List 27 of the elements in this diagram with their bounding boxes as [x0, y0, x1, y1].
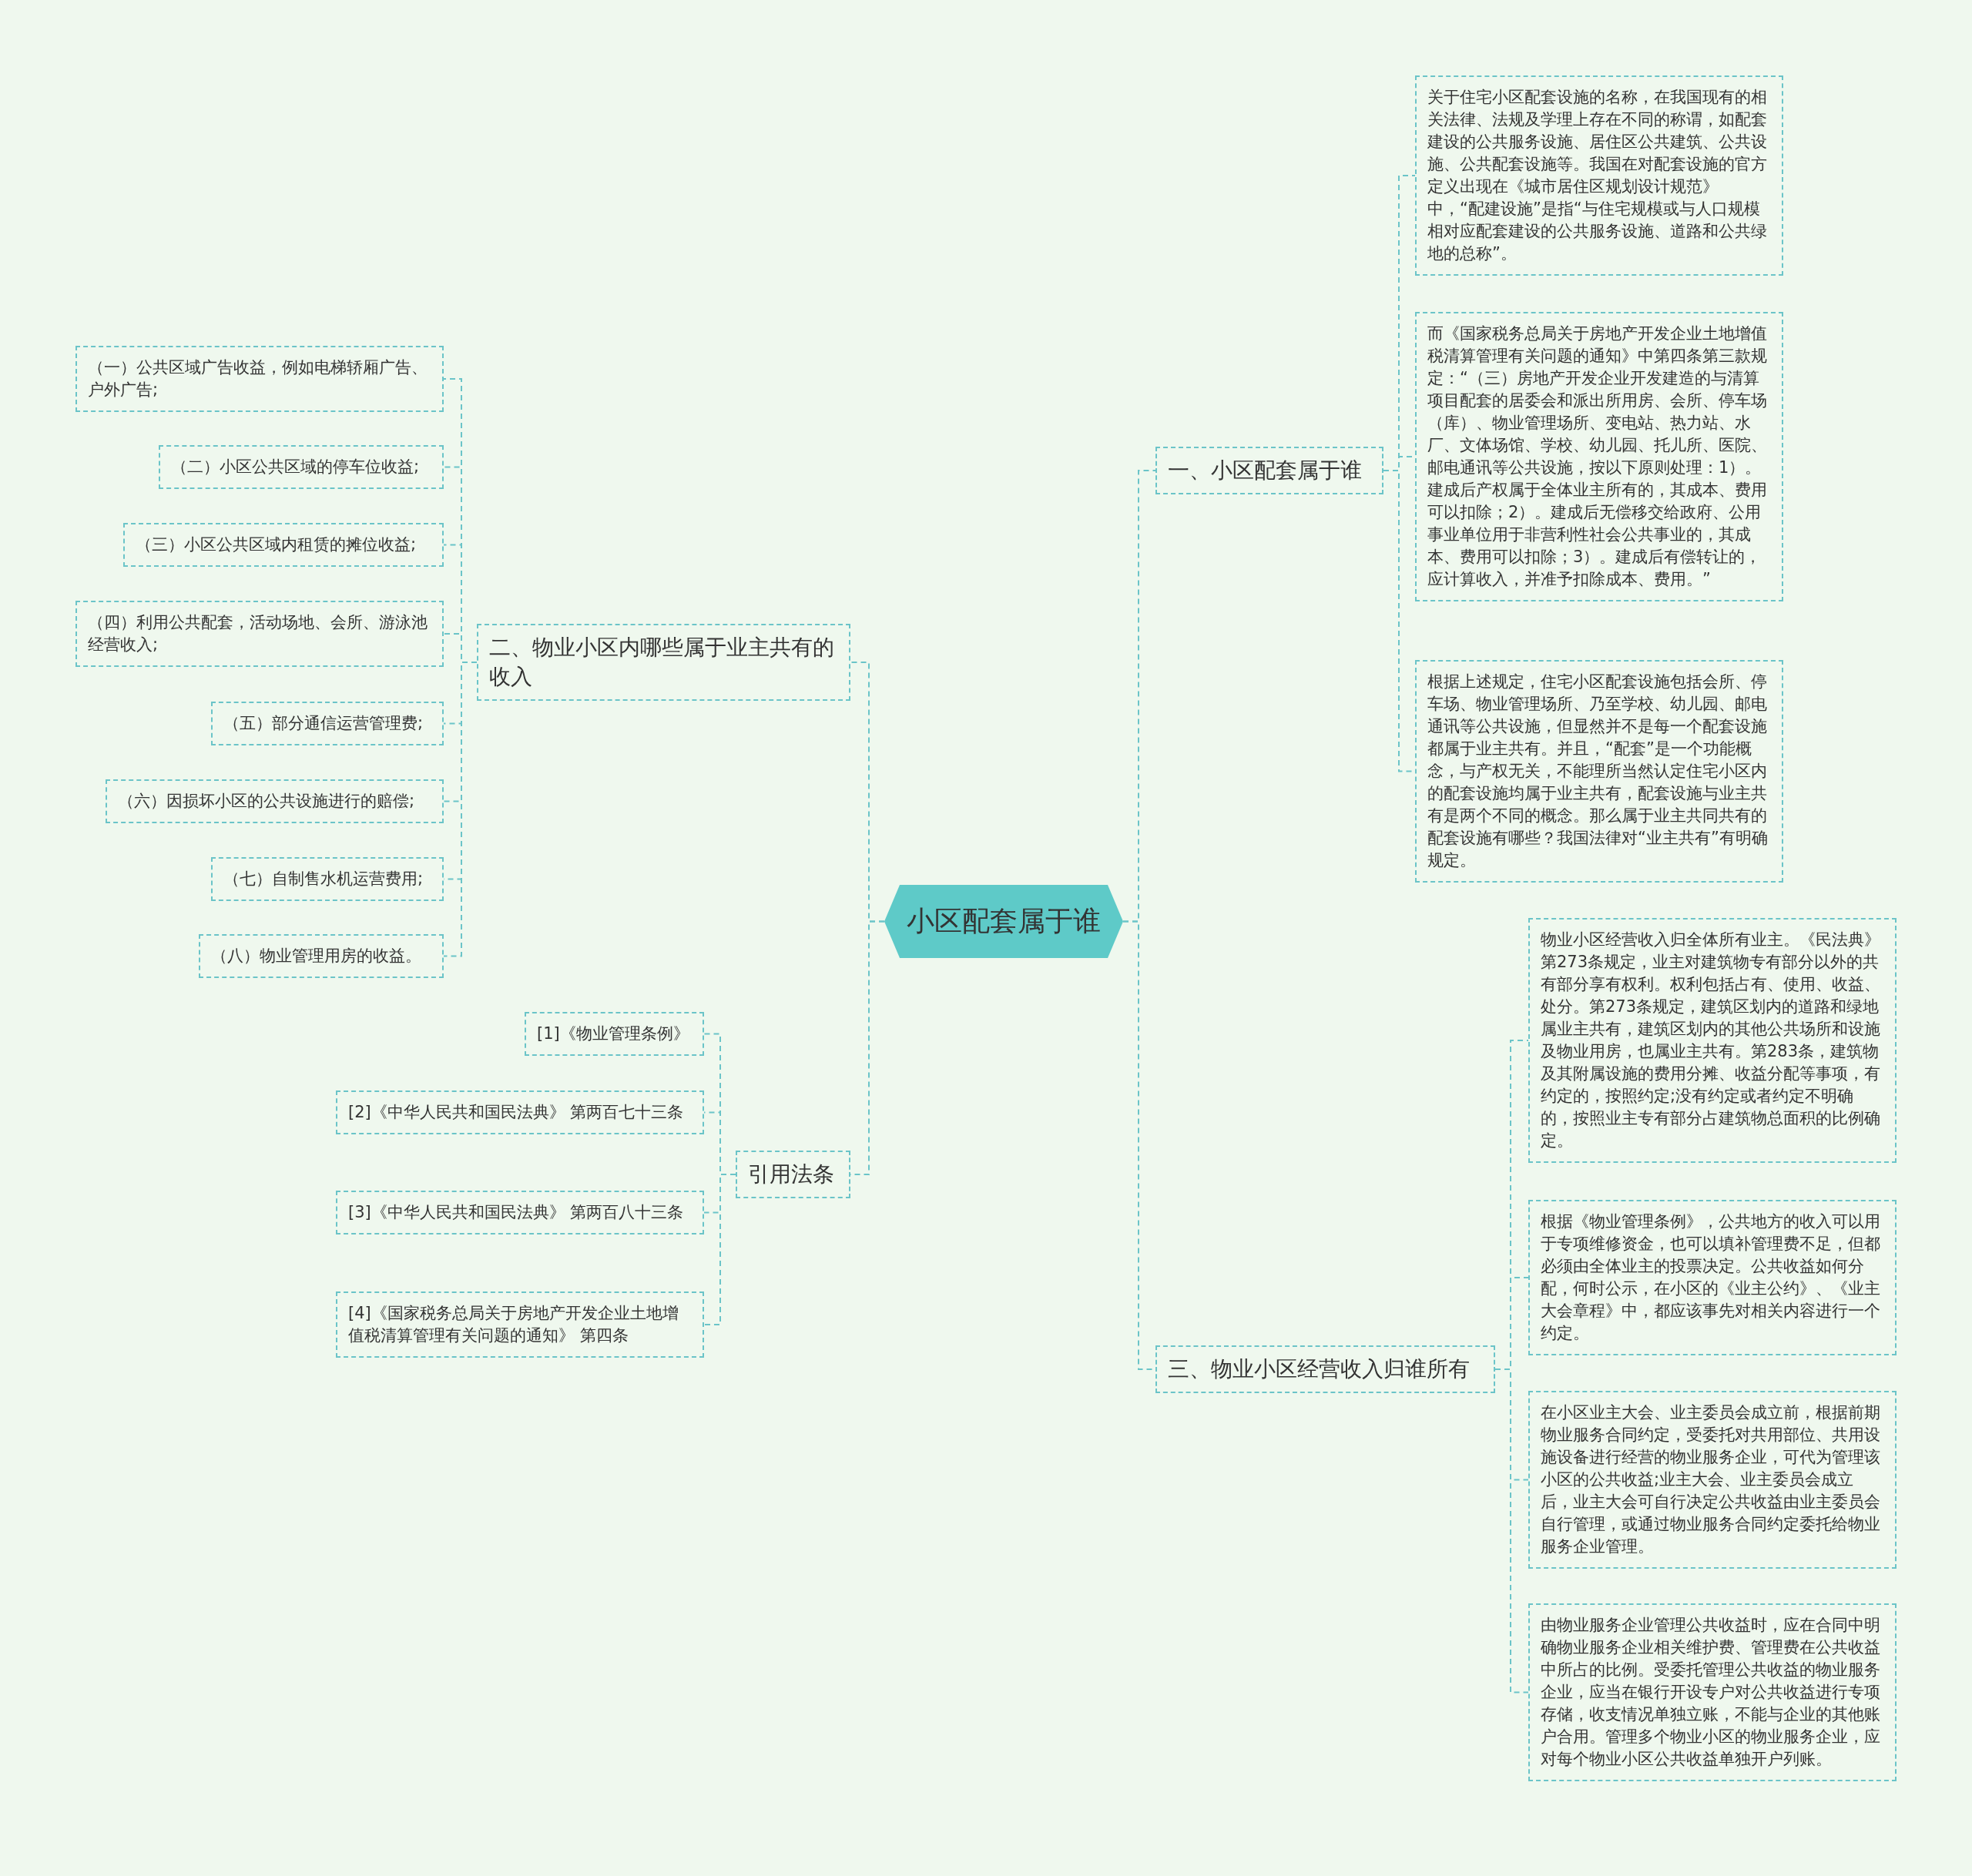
text-box: （一）公共区域广告收益，例如电梯轿厢广告、户外广告;	[75, 346, 444, 412]
text-box: 在小区业主大会、业主委员会成立前，根据前期物业服务合同约定，受委托对共用部位、共用设施设备进行经营的物业服务企业，可代为管理该小区的公共收益;业主大会、业主委员会成立后，业主大会可自行决定公共收益由业主委员会自行管理，或通过物业服务合同约定委托给物业服务企业管理。	[1528, 1391, 1897, 1569]
text-box: [1]《物业管理条例》	[525, 1012, 704, 1056]
text-box: 根据《物业管理条例》，公共地方的收入可以用于专项维修资金，也可以填补管理费不足，但都必须由全体业主的投票决定。公共收益如何分配，何时公示，在小区的《业主公约》、《业主大会章程》中，都应该事先对相关内容进行一个约定。	[1528, 1200, 1897, 1355]
topic-box: 引用法条	[736, 1151, 850, 1198]
text-box: （四）利用公共配套，活动场地、会所、游泳池经营收入;	[75, 601, 444, 667]
text-box: （八）物业管理用房的收益。	[199, 934, 444, 978]
topic-box: 一、小区配套属于谁	[1155, 447, 1383, 494]
text-box: 根据上述规定，住宅小区配套设施包括会所、停车场、物业管理场所、乃至学校、幼儿园、邮电通讯等公共设施，但显然并不是每一个配套设施都属于业主共有。并且，“配套”是一个功能概念，与产权无关，不能理所当然认定住宅小区内的配套设施均属于业主共有，配套设施与业主共有是两个不同的概念。那么属于业主共同共有的配套设施有哪些？我国法律对“业主共有”有明确规定。	[1415, 660, 1783, 883]
text-box: [4]《国家税务总局关于房地产开发企业土地增值税清算管理有关问题的通知》 第四条	[336, 1291, 704, 1358]
text-box: 由物业服务企业管理公共收益时，应在合同中明确物业服务企业相关维护费、管理费在公共收益中所占的比例。受委托管理公共收益的物业服务企业，应当在银行开设专户对公共收益进行专项存储，收支情况单独立账，不能与企业的其他账户合用。管理多个物业小区的物业服务企业，应对每个物业小区公共收益单独开户列账。	[1528, 1603, 1897, 1781]
text-box: 物业小区经营收入归全体所有业主。《民法典》第273条规定，业主对建筑物专有部分以外的共有部分享有权利。权利包括占有、使用、收益、处分。第273条规定，建筑区划内的道路和绿地属业主共有，建筑区划内的其他公共场所和设施及物业用房，也属业主共有。第283条，建筑物及其附属设施的费用分摊、收益分配等事项，有约定的，按照约定;没有约定或者约定不明确的，按照业主专有部分占建筑物总面积的比例确定。	[1528, 918, 1897, 1163]
text-box: [2]《中华人民共和国民法典》 第两百七十三条	[336, 1090, 704, 1134]
text-box: （五）部分通信运营管理费;	[211, 702, 444, 745]
connector-line	[703, 1174, 736, 1325]
text-box: 关于住宅小区配套设施的名称，在我国现有的相关法律、法规及学理上存在不同的称谓，如配套建设的公共服务设施、居住区公共建筑、公共设施、公共配套设施等。我国在对配套设施的官方定义出现在《城市居住区规划设计规范》中，“配建设施”是指“与住宅规模或与人口规模相对应配套建设的公共服务设施、道路和公共绿地的总称”。	[1415, 75, 1783, 276]
topic-box: 二、物业小区内哪些属于业主共有的收入	[477, 624, 850, 701]
text-box: （七）自制售水机运营费用;	[211, 857, 444, 901]
text-box: 而《国家税务总局关于房地产开发企业土地增值税清算管理有关问题的通知》中第四条第三款规定：“（三）房地产开发企业开发建造的与清算项目配套的居委会和派出所用房、会所、停车场（库）、物业管理场所、变电站、热力站、水厂、文体场馆、学校、幼儿园、托儿所、医院、邮电通讯等公共设施，按以下原则处理：1）。建成后产权属于全体业主所有的，其成本、费用可以扣除；2）。建成后无偿移交给政府、公用事业单位用于非营利性社会公共事业的，其成本、费用可以扣除；3）。建成后有偿转让的，应计算收入，并准予扣除成本、费用。”	[1415, 312, 1783, 601]
text-box: [3]《中华人民共和国民法典》 第两百八十三条	[336, 1191, 704, 1234]
text-box: （二）小区公共区域的停车位收益;	[159, 445, 444, 489]
central-topic-hexagon: 小区配套属于谁	[884, 885, 1123, 958]
connector-line	[1494, 1368, 1529, 1693]
topic-box: 三、物业小区经营收入归谁所有	[1155, 1345, 1495, 1393]
connector-line	[850, 920, 885, 1175]
text-box: （三）小区公共区域内租赁的摊位收益;	[123, 523, 444, 567]
text-box: （六）因损坏小区的公共设施进行的赔偿;	[106, 779, 444, 823]
